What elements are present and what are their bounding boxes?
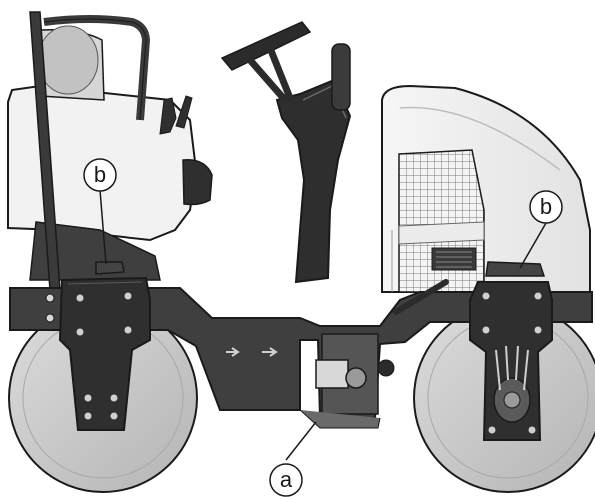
chassis-frame	[9, 279, 593, 429]
rear-drum-bracket	[58, 261, 151, 431]
callout-b-right: b	[529, 190, 563, 224]
leader-lines	[99, 189, 547, 461]
callout-a-label: a	[280, 467, 293, 492]
cooling-grill	[398, 149, 485, 293]
callout-b-right-label: b	[540, 194, 552, 219]
callout-b-left-label: b	[94, 162, 106, 187]
operator-station	[159, 21, 352, 284]
callout-a: a	[269, 463, 303, 497]
callout-b-left: b	[83, 158, 117, 192]
front-drum-bracket	[469, 261, 553, 441]
rear-frame-bolts	[45, 293, 55, 323]
rops-frame	[29, 11, 150, 291]
